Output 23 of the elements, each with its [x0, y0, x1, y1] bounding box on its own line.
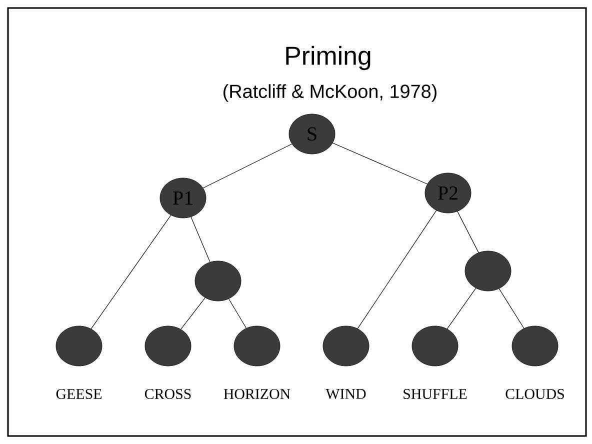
title: Priming: [286, 46, 370, 70]
connector-line: [202, 144, 292, 188]
tree-node: [464, 250, 512, 292]
connector-line: [357, 210, 437, 329]
citation: (Ratcliff & McKoon, 1978): [224, 84, 436, 102]
connector-line: [190, 216, 210, 262]
word-label: CLOUDS: [506, 388, 564, 400]
tree-node: P2: [424, 172, 472, 214]
word-label: WIND: [326, 389, 366, 399]
word-label: SHUFFLE: [404, 388, 467, 400]
word-label: CROSS: [144, 388, 191, 400]
tree-node: P1: [160, 178, 206, 218]
connector-line: [498, 288, 524, 329]
connector-line: [228, 298, 247, 328]
connector-line: [457, 211, 479, 253]
tree-node: S: [288, 114, 336, 154]
word-label: GEESE: [56, 388, 102, 400]
connector-line: [446, 288, 476, 330]
connector-line: [180, 297, 206, 330]
word-label: HORIZON: [224, 388, 290, 400]
connector-line: [332, 142, 428, 184]
tree-node: [194, 260, 242, 302]
connector-line: [90, 214, 172, 330]
